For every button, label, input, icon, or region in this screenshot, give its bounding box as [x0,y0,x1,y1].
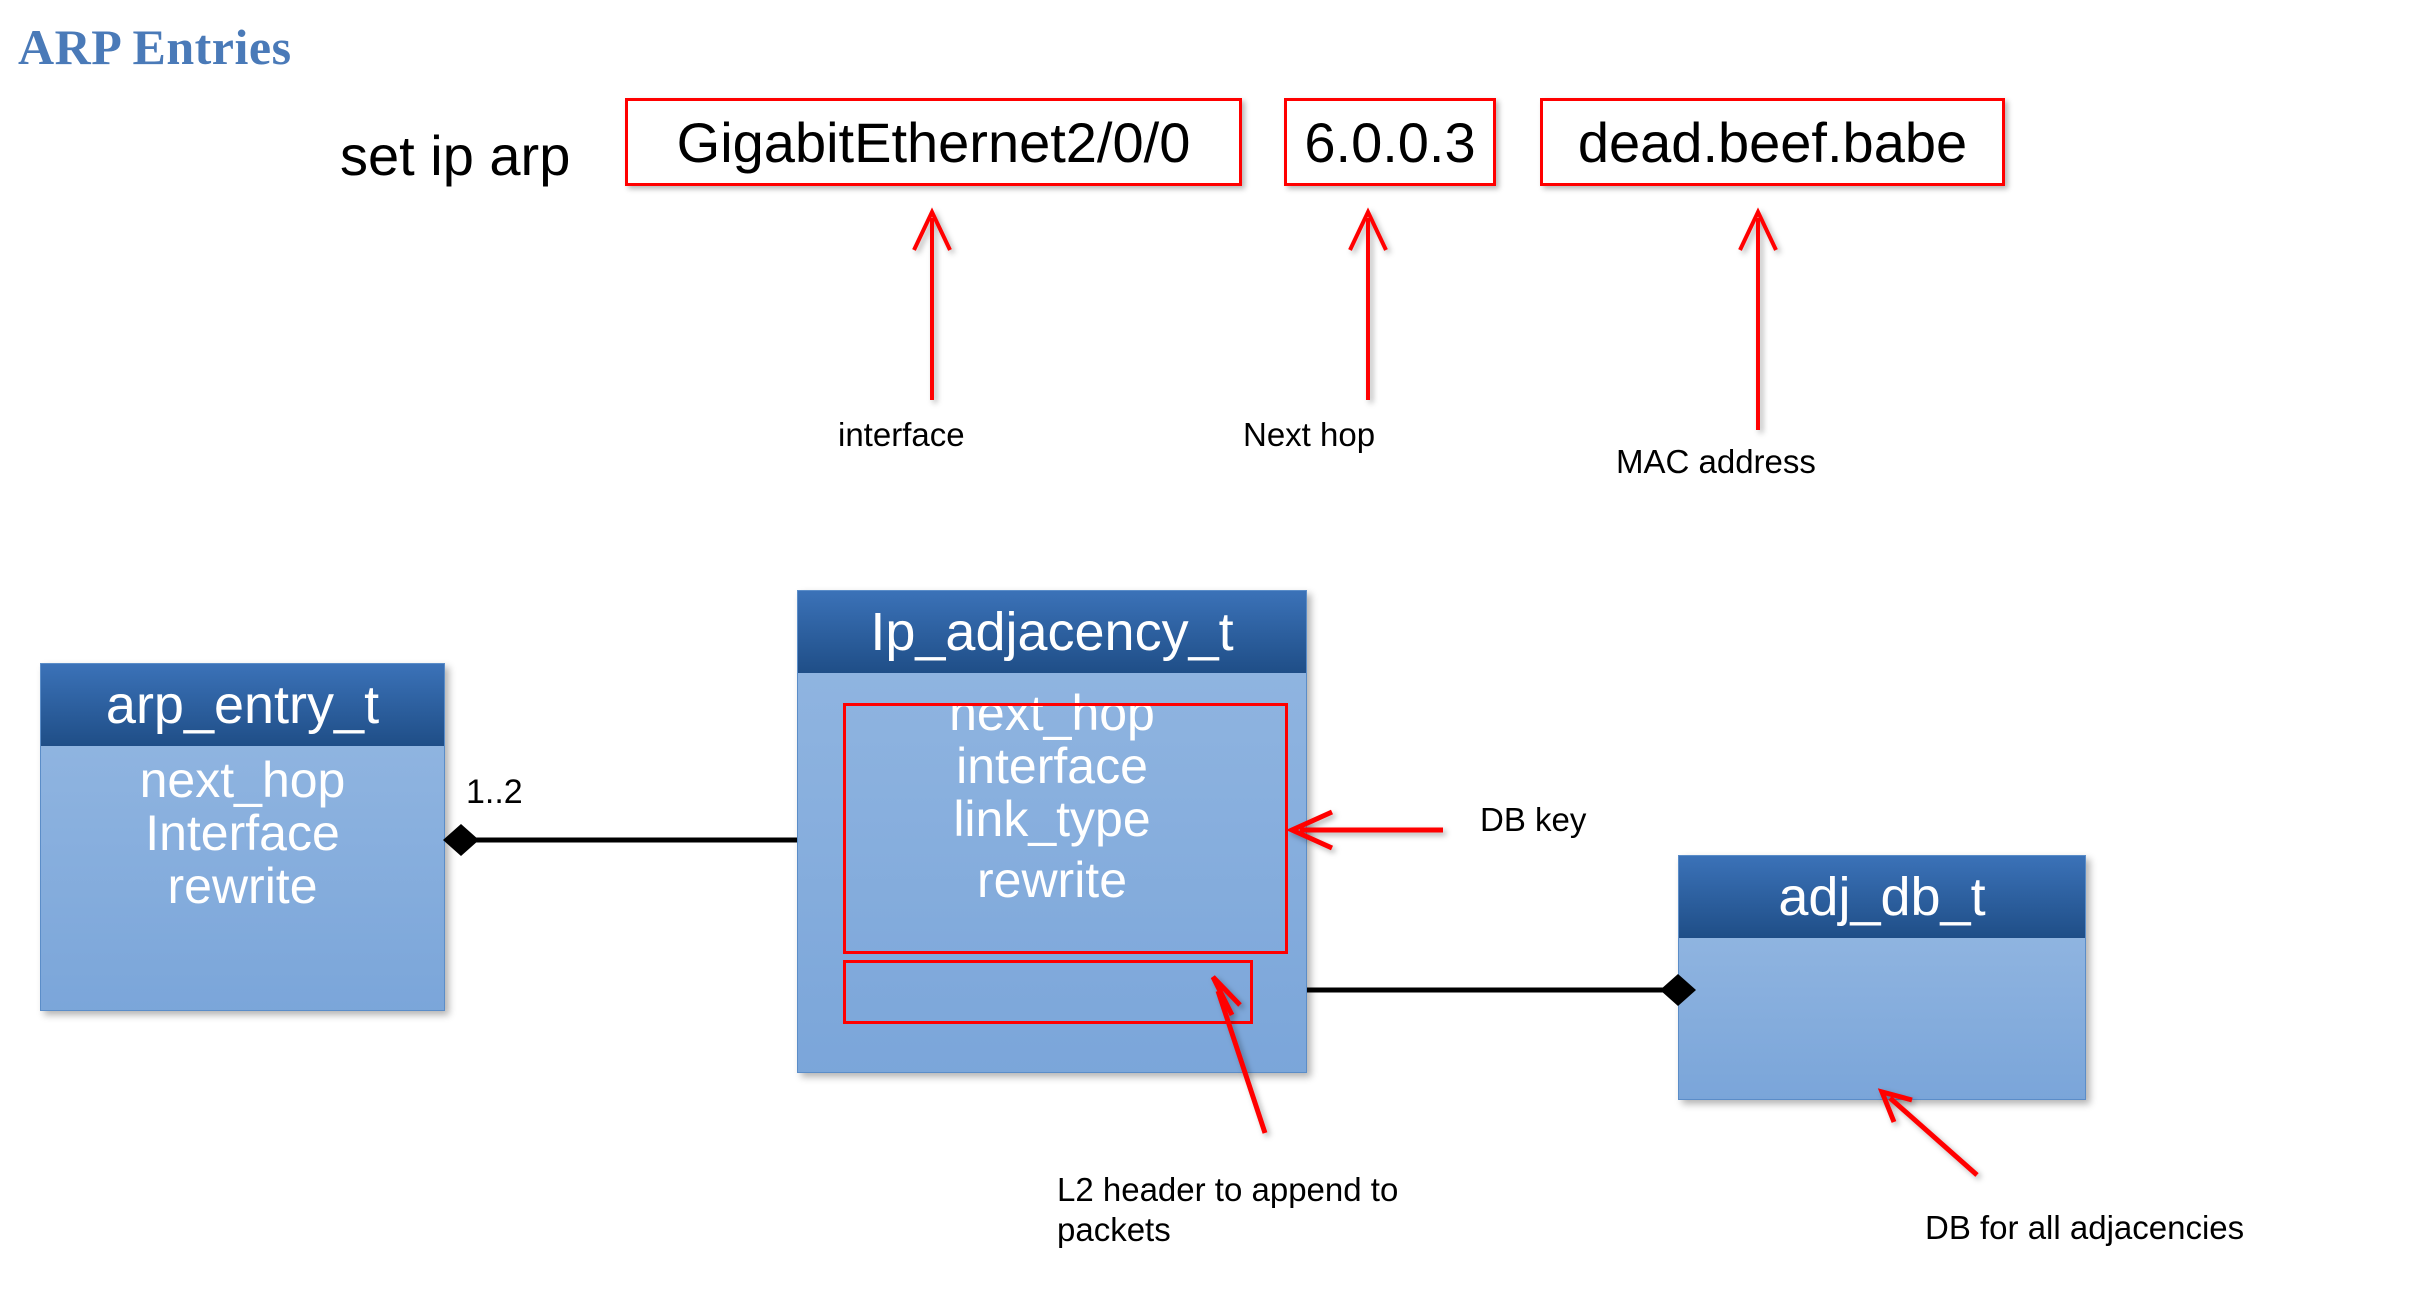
uml-class-arp-entry-t[interactable]: arp_entry_t next_hop Interface rewrite [40,663,445,1011]
connector-ip-adjacency-to-adj-db [1307,974,1696,1006]
command-box-interface[interactable]: GigabitEthernet2/0/0 [625,98,1242,186]
uml-class-title-ip-adjacency-t: Ip_adjacency_t [798,591,1306,673]
uml-class-body-adj-db-t [1679,938,2085,1099]
field-next-hop: next_hop [949,685,1155,741]
field-rewrite: rewrite [167,858,318,914]
field-next-hop: next_hop [139,752,346,808]
uml-class-title-arp-entry-t: arp_entry_t [41,664,444,746]
annotation-db-for-all-adjacencies: DB for all adjacencies [1925,1209,2245,1246]
uml-class-adj-db-t[interactable]: adj_db_t [1678,855,2086,1100]
uml-class-body-arp-entry-t: next_hop Interface rewrite [41,746,444,1010]
command-box-next-hop[interactable]: 6.0.0.3 [1284,98,1496,186]
annotation-l2-header: L2 header to append to packets [1057,1171,1399,1249]
callout-label-interface: interface [838,416,965,453]
field-interface: interface [956,738,1148,794]
command-box-mac-address[interactable]: dead.beef.babe [1540,98,2005,186]
page-title: ARP Entries [18,19,292,75]
callout-arrow-interface [912,207,952,400]
uml-class-ip-adjacency-t[interactable]: Ip_adjacency_t next_hop interface link_t… [797,590,1307,1073]
callout-label-next-hop: Next hop [1243,416,1376,453]
callout-label-mac-address: MAC address [1616,443,1816,480]
callout-arrow-next-hop [1348,207,1388,400]
composition-diamond-arp-entry [443,824,479,856]
connector-arp-entry-to-ip-adjacency [443,824,797,856]
callout-arrow-mac-address [1738,207,1778,430]
field-interface: Interface [145,805,340,861]
multiplicity-label: 1..2 [466,773,523,811]
annotation-arrow-db-for-all-adjacencies [1877,1088,1979,1177]
uml-class-body-ip-adjacency-t: next_hop interface link_type rewrite [798,673,1306,1072]
annotation-db-key: DB key [1480,801,1587,838]
field-rewrite: rewrite [976,852,1128,908]
annotation-arrow-db-key [1285,809,1443,851]
command-callout-arrows [912,207,1778,430]
field-link-type: link_type [953,791,1151,847]
uml-class-title-adj-db-t: adj_db_t [1679,856,2085,938]
command-prefix: set ip arp [340,124,571,187]
